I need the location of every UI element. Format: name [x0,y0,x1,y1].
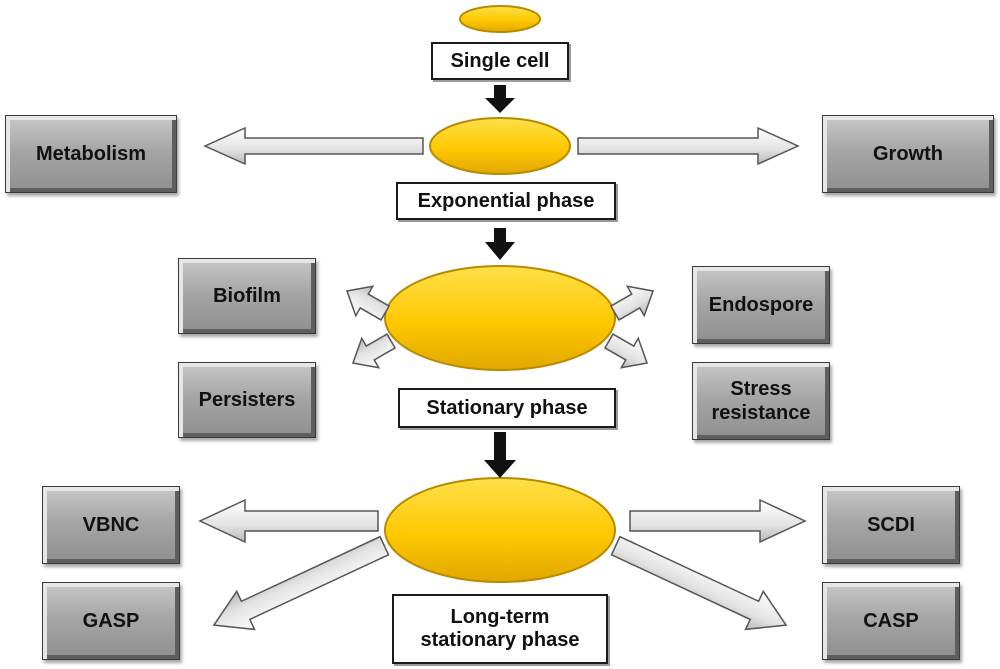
exponential-cell-shape [429,117,571,175]
single-cell-shape [459,5,541,33]
arrow-to-endospore [609,285,655,321]
metabolism-box: Metabolism [5,115,177,193]
long-term-cell-shape [384,477,616,583]
arrow-to-vbnc [198,498,379,544]
arrow-to-metabolism [203,126,424,166]
persisters-box: Persisters [178,362,316,438]
arrow-to-persisters [351,333,397,369]
exponential-phase-label: Exponential phase [396,182,616,220]
down-arrow-2 [485,228,515,260]
stationary-cell-shape [384,265,616,371]
biofilm-box: Biofilm [178,258,316,334]
arrow-to-biofilm [345,285,391,321]
stress-resistance-box: Stress resistance [692,362,830,440]
gasp-box: GASP [42,582,180,660]
vbnc-box: VBNC [42,486,180,564]
growth-box: Growth [822,115,994,193]
scdi-box: SCDI [822,486,960,564]
arrow-to-stress-resistance [603,333,649,369]
arrow-to-scdi [629,498,807,544]
arrow-to-casp [610,535,788,631]
casp-box: CASP [822,582,960,660]
long-term-stationary-phase-label: Long-term stationary phase [392,594,608,664]
down-arrow-3 [484,432,516,478]
endospore-box: Endospore [692,266,830,344]
arrow-to-growth [577,126,800,166]
down-arrow-1 [485,85,515,113]
arrow-to-gasp [212,535,390,631]
stationary-phase-label: Stationary phase [398,388,616,428]
single-cell-label: Single cell [431,42,569,80]
